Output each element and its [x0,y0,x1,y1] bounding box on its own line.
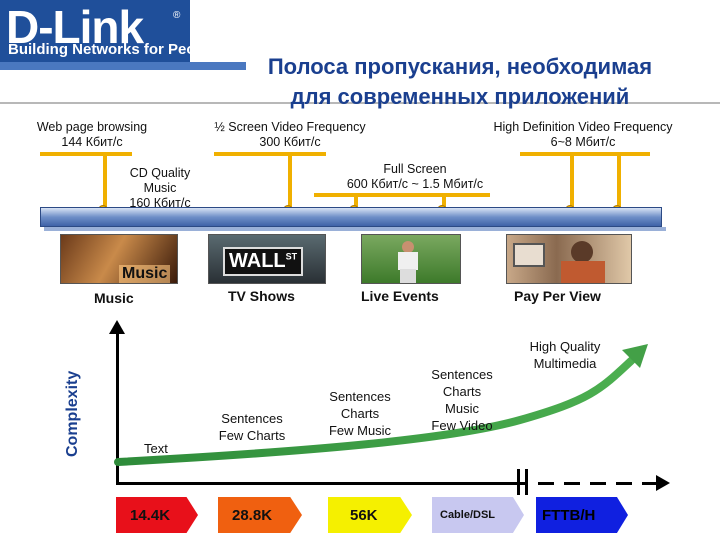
tv-thumbnail: WALLST [208,234,326,284]
title-line-1: Полоса пропускания, необходимая [267,54,653,79]
tv-screen-shape [513,243,545,267]
golfer-legs [400,269,416,283]
speed-28-8k: 28.8K [218,497,302,533]
stage-multimedia: High Quality Multimedia [529,339,601,371]
divider [0,102,720,104]
axis-break-1 [517,469,520,495]
marker-line-full-2 [442,193,446,210]
golfer-head [402,241,414,253]
speed-fttb-h: FTTB/H [536,497,628,533]
marker-bar-full [314,193,490,197]
stage-text: Text [144,441,168,456]
header-rule [0,62,246,70]
music-thumbnail: Music [60,234,178,284]
person-body [561,261,605,283]
marker-bar-half [214,152,326,156]
caption-music: Music [94,290,134,306]
label-cd-quality: CD Quality Music 160 Кбит/с [112,166,208,213]
marker-bar-hd [520,152,650,156]
golfer-body [398,252,418,270]
wall-street-sign: WALLST [223,247,304,276]
x-axis [116,482,526,485]
title-line-2: для современных приложений [290,84,630,109]
live-events-thumbnail [361,234,461,284]
person-head [571,241,593,263]
marker-line-hd [570,152,574,210]
caption-live-events: Live Events [361,288,439,304]
label-full-screen: Full Screen 600 Кбит/с ~ 1.5 Мбит/с [346,162,484,191]
dlink-logo: D-Link [6,1,144,53]
label-web-browsing: Web page browsing 144 Кбит/с [36,120,148,149]
stage-few-music: Sentences Charts Few Music [328,389,392,438]
y-axis-arrow [109,320,125,334]
y-axis [116,332,119,484]
stage-few-charts: Sentences Few Charts [218,411,286,443]
brand-bar [0,0,190,62]
registered-mark: ® [173,10,181,21]
x-axis-arrow [656,475,670,491]
marker-line-hd-2 [617,152,621,210]
label-half-screen: ½ Screen Video Frequency 300 Кбит/с [214,120,366,149]
timeline-shadow [44,227,666,231]
marker-line-full-1 [354,193,358,210]
bandwidth-timeline [40,207,662,227]
marker-bar-web [40,152,132,156]
x-axis-dashed [538,482,658,485]
speed-cable-dsl: Cable/DSL [432,497,524,533]
caption-tv-shows: TV Shows [228,288,295,304]
axis-break-2 [525,469,528,495]
speed-56k: 56K [328,497,412,533]
wall-text: WALL [229,250,286,272]
label-hd: High Definition Video Frequency 6~8 Мбит… [493,120,673,149]
pay-per-view-thumbnail [506,234,632,284]
stage-few-video: Sentences Charts Music Few Video [431,367,493,433]
caption-pay-per-view: Pay Per View [514,288,601,304]
brand-tagline: Building Networks for People [8,41,218,58]
marker-line-half [288,152,292,210]
speed-14-4k: 14.4K [116,497,198,533]
marker-line-web [103,152,107,210]
music-overlay-text: Music [119,265,171,283]
page-title: Полоса пропускания, необходимая для совр… [240,52,680,112]
st-text: ST [285,251,298,262]
